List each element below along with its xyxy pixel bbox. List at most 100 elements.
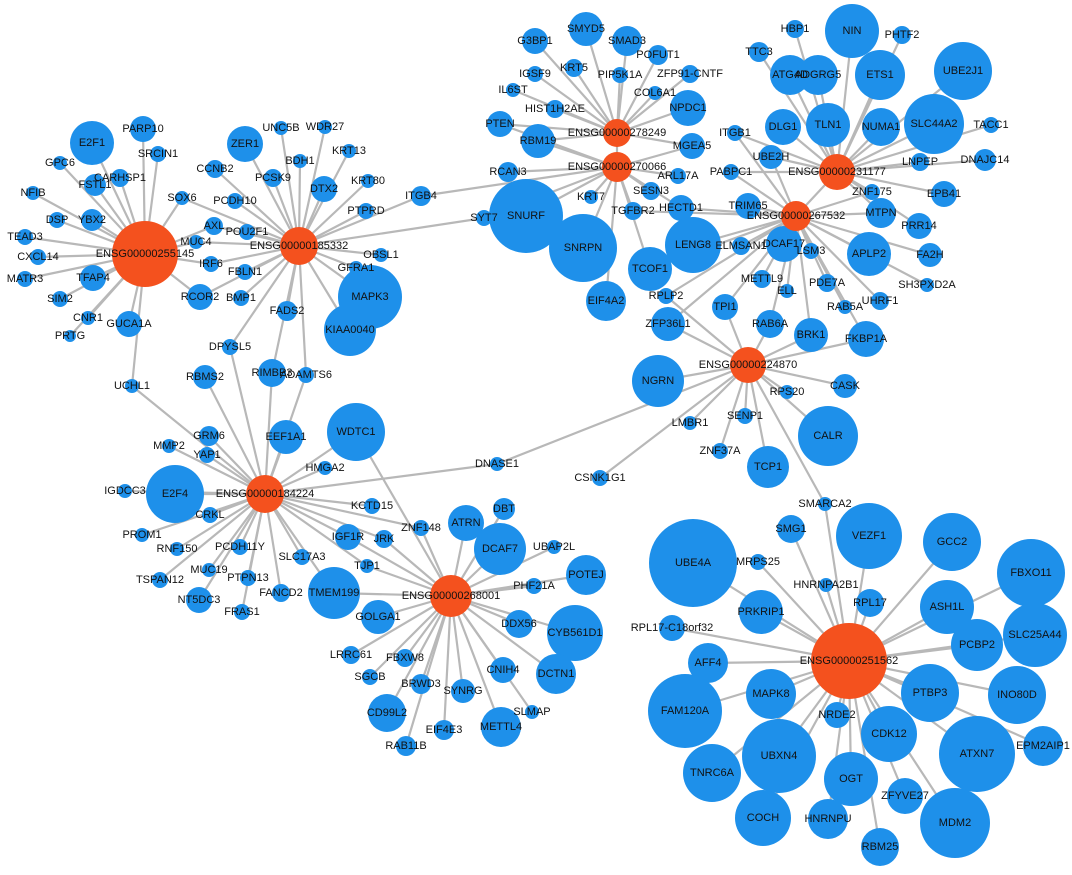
gene-node-brwd3[interactable] [411,674,431,694]
gene-node-mrps25[interactable] [750,554,766,570]
gene-node-slmap[interactable] [525,705,539,719]
gene-node-muc4[interactable] [189,235,203,249]
gene-node-igdcc3[interactable] [118,484,132,498]
gene-node-ube2j1[interactable] [934,42,992,100]
gene-node-carhsp1[interactable] [111,169,129,187]
gene-node-sim2[interactable] [52,291,68,307]
gene-node-pabpc1[interactable] [723,164,739,180]
gene-node-pcsk9[interactable] [264,169,282,187]
gene-node-parp10[interactable] [130,116,156,142]
gene-node-arl17a[interactable] [670,168,686,184]
hub-node-ensg00000268001[interactable] [430,575,472,617]
gene-node-hmga2[interactable] [318,461,332,475]
gene-node-cd99l2[interactable] [368,694,406,732]
gene-node-nt5dc3[interactable] [186,587,212,613]
gene-node-hnrnpu[interactable] [808,799,848,839]
gene-node-epb41[interactable] [931,181,957,207]
gene-node-hnrnpa2b1[interactable] [819,578,833,592]
gene-node-mmp2[interactable] [162,439,176,453]
gene-node-krt13[interactable] [342,144,356,158]
gene-node-fam120a[interactable] [648,674,722,748]
gene-node-ino80d[interactable] [988,666,1046,724]
gene-node-calr[interactable] [798,406,858,466]
gene-node-tnrc6a[interactable] [683,744,741,802]
gene-node-lsm3[interactable] [803,243,819,259]
gene-node-znf37a[interactable] [712,443,728,459]
gene-node-kctd15[interactable] [364,498,380,514]
gene-node-fbln1[interactable] [237,264,253,280]
gene-node-axl[interactable] [205,217,223,235]
gene-node-uchl1[interactable] [125,379,139,393]
gene-node-prkrip1[interactable] [739,590,783,634]
gene-node-ngrn[interactable] [632,355,684,407]
gene-node-eif4a2[interactable] [586,281,626,321]
gene-node-senp1[interactable] [737,408,753,424]
gene-node-ube4a[interactable] [649,519,737,607]
gene-node-epm2aip1[interactable] [1023,726,1063,766]
gene-node-tcof1[interactable] [628,247,672,291]
gene-node-ptpn13[interactable] [240,570,256,586]
gene-node-grm6[interactable] [199,426,219,446]
gene-node-rps20[interactable] [780,385,794,399]
gene-node-wdr27[interactable] [318,120,332,134]
gene-node-prtg[interactable] [64,330,76,342]
gene-node-atxn7[interactable] [939,716,1015,792]
gene-node-pcbp2[interactable] [951,619,1003,671]
gene-node-igf1r[interactable] [335,524,361,550]
gene-node-pip5k1a[interactable] [612,67,628,83]
gene-node-rplp2[interactable] [658,288,674,304]
gene-node-leng8[interactable] [665,217,721,273]
gene-node-golga1[interactable] [361,600,395,634]
gene-node-cask[interactable] [833,374,857,398]
gene-node-aplp2[interactable] [847,232,891,276]
gene-node-sox6[interactable] [175,191,189,205]
gene-node-rbm25[interactable] [861,828,899,866]
gene-node-gcc2[interactable] [923,513,981,571]
gene-node-gpc6[interactable] [53,156,67,170]
gene-node-rab6a[interactable] [756,310,784,338]
gene-node-il6st[interactable] [506,83,520,97]
gene-node-rcor2[interactable] [187,284,213,310]
gene-node-mgea5[interactable] [679,133,705,159]
gene-node-znf175[interactable] [864,184,880,200]
gene-node-slc25a44[interactable] [1003,603,1067,667]
gene-node-synrg[interactable] [451,679,475,703]
gene-node-coch[interactable] [735,790,791,846]
gene-node-fstl1[interactable] [84,174,106,196]
gene-node-znf148[interactable] [413,520,429,536]
gene-node-tacc1[interactable] [983,117,999,133]
gene-node-lmbr1[interactable] [683,416,697,430]
gene-node-rbm19[interactable] [521,124,555,158]
gene-node-eif4e3[interactable] [434,720,454,740]
gene-node-hectd1[interactable] [668,195,694,221]
gene-node-muc19[interactable] [202,563,216,577]
gene-node-prr14[interactable] [906,213,932,239]
gene-node-tgfbr2[interactable] [624,202,642,220]
gene-node-smg1[interactable] [777,515,805,543]
gene-node-hist1h2ae[interactable] [546,100,564,118]
gene-node-zer1[interactable] [227,126,263,162]
gene-node-smad3[interactable] [612,26,642,56]
gene-node-csnk1g1[interactable] [592,470,608,486]
gene-node-tln1[interactable] [806,103,850,147]
gene-node-rnf150[interactable] [170,542,184,556]
gene-node-eef1a1[interactable] [269,420,303,454]
gene-node-cdk12[interactable] [861,706,917,762]
gene-node-prom1[interactable] [135,528,149,542]
gene-node-rab5a[interactable] [838,300,852,314]
gene-node-tmem199[interactable] [308,567,360,619]
gene-node-igsf9[interactable] [527,66,543,82]
gene-node-dbt[interactable] [493,498,515,520]
gene-node-cyb561d1[interactable] [547,605,603,661]
gene-node-fbxo11[interactable] [997,539,1065,607]
hub-node-ensg00000231177[interactable] [819,154,855,190]
gene-node-slc44a2[interactable] [904,94,964,154]
hub-node-ensg00000185332[interactable] [280,227,318,265]
gene-node-dlg1[interactable] [765,109,801,145]
gene-node-phf21a[interactable] [526,578,542,594]
gene-node-syt7[interactable] [476,210,492,226]
gene-node-cnr1[interactable] [81,311,95,325]
gene-node-tead3[interactable] [17,229,33,245]
gene-node-ttc3[interactable] [749,42,769,62]
gene-node-krt7[interactable] [584,190,598,204]
